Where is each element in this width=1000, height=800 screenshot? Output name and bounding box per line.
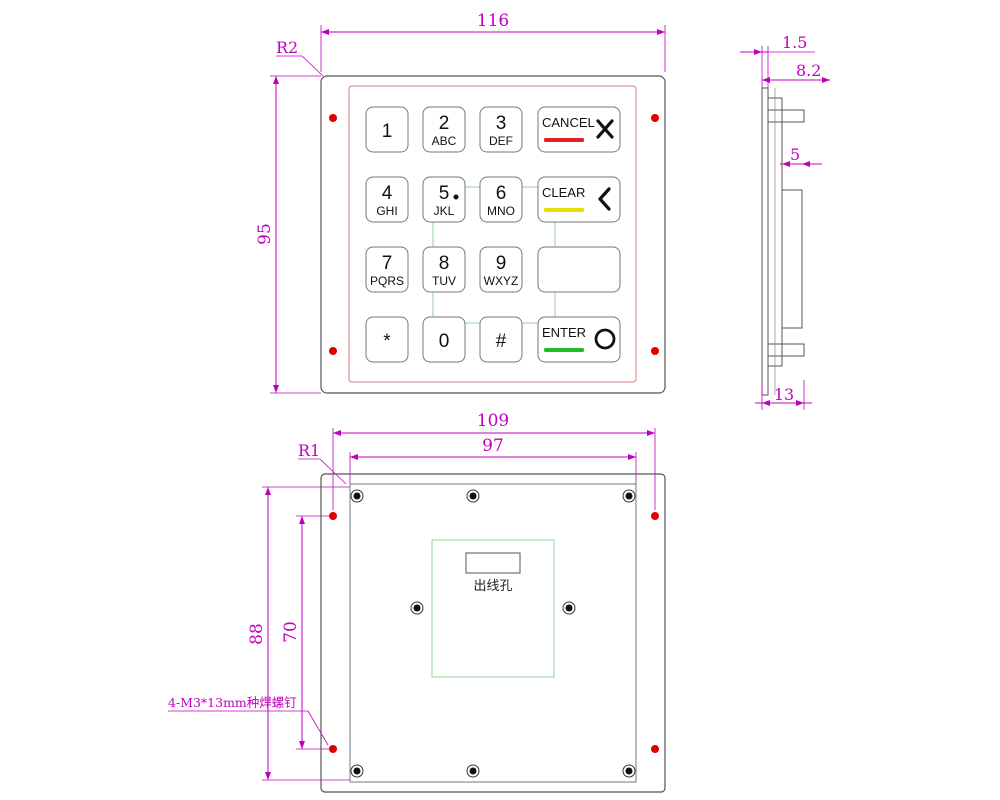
key-clear[interactable]: CLEAR — [537, 176, 621, 223]
key-enter[interactable]: ENTER — [537, 316, 621, 363]
side-front-plate — [761, 87, 769, 396]
function-key-label: CANCEL — [542, 115, 595, 130]
key-label: * — [383, 331, 391, 352]
key-sublabel: ABC — [432, 134, 457, 148]
key-sublabel: GHI — [376, 204, 397, 218]
key-label: 0 — [439, 331, 450, 352]
circle-icon — [594, 328, 616, 350]
front-height-dimension: 95 — [255, 223, 275, 245]
stud-top-middle — [466, 489, 480, 503]
color-bar — [544, 348, 584, 352]
key-label: 5 — [439, 183, 450, 204]
back-inner-outline — [349, 483, 637, 783]
key-label: 7 — [382, 253, 393, 274]
back-outer-height-dimension: 88 — [247, 623, 267, 645]
front-radius-label: R2 — [276, 38, 298, 57]
key-cancel[interactable]: CANCEL — [537, 106, 621, 153]
tactile-dot — [453, 194, 459, 200]
key-label: 4 — [382, 183, 393, 204]
key-sublabel: WXYZ — [484, 274, 519, 288]
mount-hole-back-tr — [651, 512, 659, 520]
cable-hole — [465, 552, 521, 574]
mount-hole-back-br — [651, 745, 659, 753]
side-dimension-13: 13 — [774, 385, 794, 404]
key-sublabel: DEF — [489, 134, 513, 148]
side-pcb — [781, 189, 803, 329]
chevron-left-icon — [598, 187, 611, 211]
front-width-dimension: 116 — [477, 11, 509, 31]
stud-mid-left — [410, 601, 424, 615]
key-label: 3 — [496, 113, 507, 134]
side-view: 1.5 8.2 5 13 — [740, 33, 830, 410]
color-bar — [544, 138, 584, 142]
stud-bottom-left — [350, 764, 364, 778]
stud-bottom-right — [622, 764, 636, 778]
mount-hole-back-bl — [329, 745, 337, 753]
key-label: 2 — [439, 113, 450, 134]
key-star[interactable]: * — [365, 316, 409, 363]
function-keys: CANCEL CLEAR ENTER — [537, 106, 621, 363]
front-keypad-area — [348, 85, 637, 383]
screw-note: 4-M3*13mm种焊螺钉 — [168, 695, 297, 710]
function-key-label: ENTER — [542, 325, 586, 340]
key-0[interactable]: 0 — [422, 316, 466, 363]
back-inner-width-dimension: 97 — [482, 436, 504, 456]
back-plate-outline — [320, 473, 666, 793]
back-cable-area — [431, 539, 555, 678]
mount-hole-front-tr — [651, 114, 659, 122]
side-bracket-bottom — [767, 343, 805, 357]
function-key-label: CLEAR — [542, 185, 585, 200]
stud-mid-right — [562, 601, 576, 615]
key-sublabel: TUV — [432, 274, 456, 288]
side-dimension-8-2: 8.2 — [796, 61, 821, 80]
color-bar — [544, 208, 584, 212]
key-label: # — [496, 331, 507, 352]
side-dimension-1-5: 1.5 — [782, 33, 807, 52]
stud-top-left — [350, 489, 364, 503]
back-outer-width-dimension: 109 — [477, 411, 509, 431]
key-sublabel: JKL — [434, 204, 455, 218]
key-label: 9 — [496, 253, 507, 274]
mount-hole-front-tl — [329, 114, 337, 122]
key-label: 6 — [496, 183, 507, 204]
cross-icon — [596, 119, 614, 139]
key-sublabel: PQRS — [370, 274, 404, 288]
back-inner-height-dimension: 70 — [281, 621, 301, 643]
key-hash[interactable]: # — [479, 316, 523, 363]
back-radius-label: R1 — [298, 441, 320, 460]
cable-hole-label: 出线孔 — [473, 579, 512, 594]
key-1[interactable]: 1 — [365, 106, 409, 153]
key-blank[interactable] — [537, 246, 621, 293]
side-bracket-top — [767, 109, 805, 123]
mount-hole-front-br — [651, 347, 659, 355]
mount-hole-back-tl — [329, 512, 337, 520]
mount-hole-front-bl — [329, 347, 337, 355]
key-sublabel: MNO — [487, 204, 515, 218]
front-plate-outline — [320, 75, 666, 394]
side-dimension-5: 5 — [790, 145, 800, 164]
back-view: 109 97 R1 88 70 出线孔 4-M3*13mm — [168, 411, 666, 793]
key-label: 1 — [382, 121, 393, 142]
key-label: 8 — [439, 253, 450, 274]
stud-bottom-middle — [466, 764, 480, 778]
stud-top-right — [622, 489, 636, 503]
